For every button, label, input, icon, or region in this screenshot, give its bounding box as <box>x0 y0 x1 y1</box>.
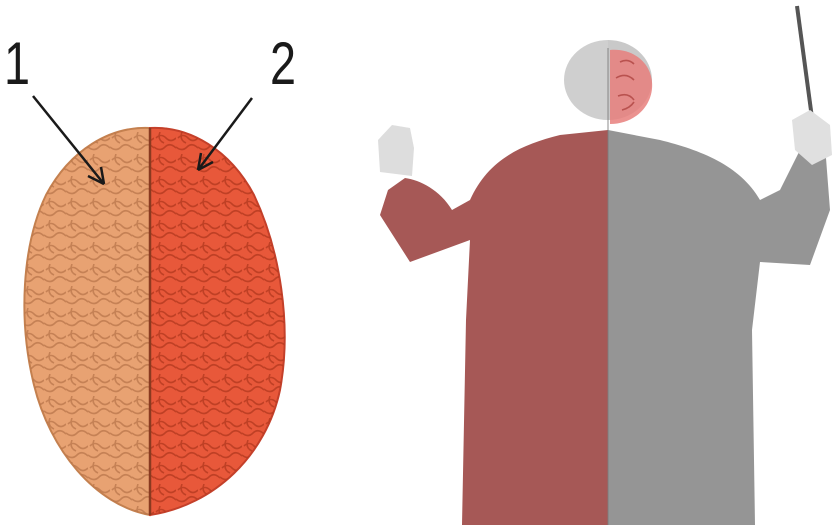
brain-illustration <box>24 128 284 515</box>
left-hand <box>378 125 414 176</box>
baton <box>797 6 812 118</box>
label-right-hemisphere: 2 <box>270 34 296 94</box>
conductor-illustration <box>378 6 832 525</box>
label-left-hemisphere: 1 <box>4 34 30 94</box>
